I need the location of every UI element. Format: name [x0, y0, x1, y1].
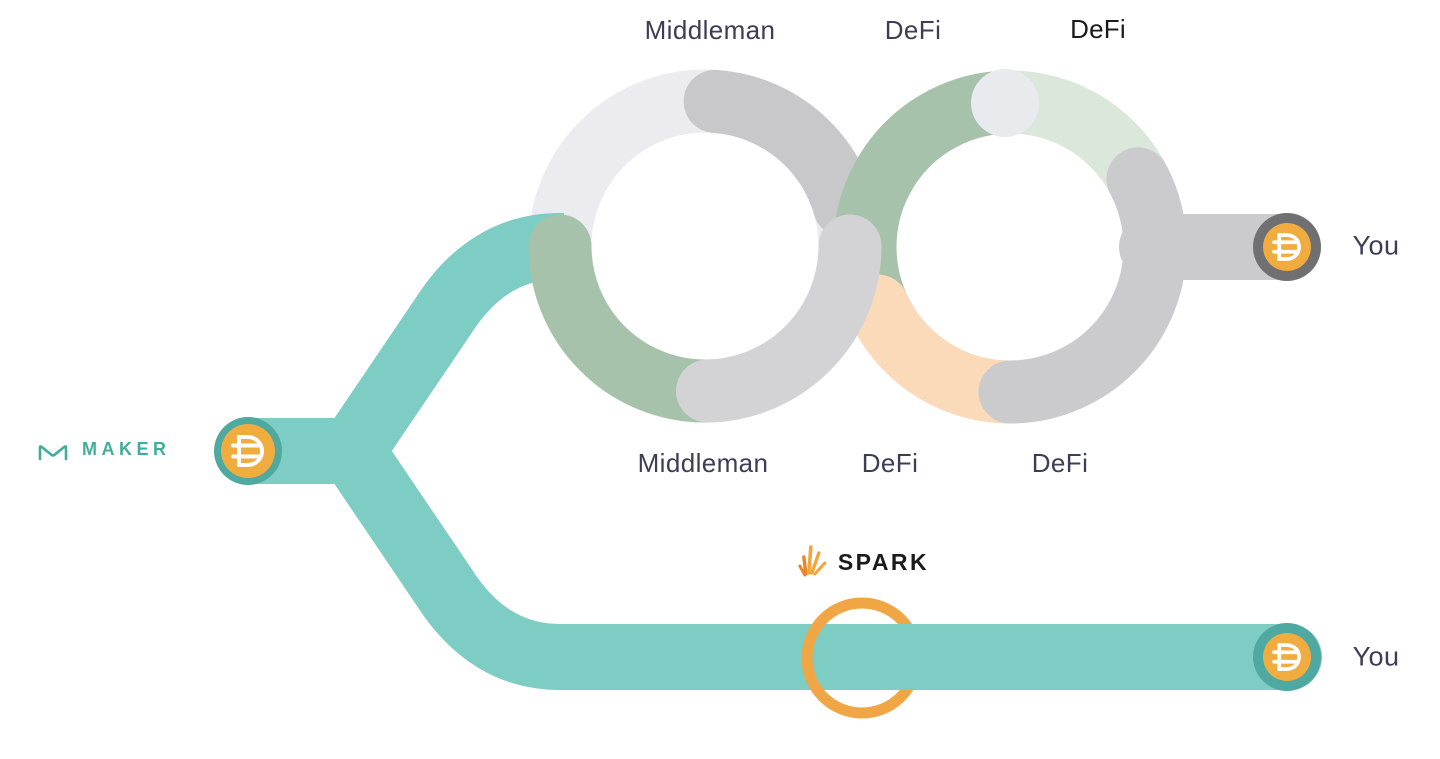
spark-wordmark: SPARK [837, 549, 930, 575]
middleman-ring-segment-green [528, 214, 737, 423]
defi-ring-segment-gray [978, 147, 1187, 424]
label-middleman-top: Middleman [644, 15, 776, 45]
spark-logo: SPARK [793, 539, 929, 579]
label-defi-bottom-middle: DeFi [861, 448, 919, 478]
maker-mark-icon [38, 445, 68, 461]
maker-logo: MAKER [36, 435, 171, 463]
flow-bottom-branch [217, 418, 1322, 690]
spark-flame-icon [798, 545, 827, 577]
you-bottom-dai-coin-icon [1253, 623, 1321, 691]
maker-wordmark: MAKER [82, 438, 171, 459]
defi-ring-node-dot [971, 69, 1039, 137]
label-middleman-bottom: Middleman [637, 448, 769, 478]
maker-dai-coin-icon [214, 417, 282, 485]
you-top-dai-coin-icon [1253, 213, 1321, 281]
flow-bottom-overlap-patch [858, 624, 926, 690]
label-defi-top-right: DeFi [1070, 14, 1126, 44]
middleman-ring-segment-gray-top [683, 69, 876, 238]
label-defi-bottom-right: DeFi [1031, 448, 1089, 478]
label-defi-top-middle: DeFi [884, 15, 942, 45]
label-you-bottom: You [1352, 641, 1400, 672]
label-you-top: You [1352, 230, 1400, 261]
middleman-ring-segment-gray-bottom [676, 214, 882, 423]
